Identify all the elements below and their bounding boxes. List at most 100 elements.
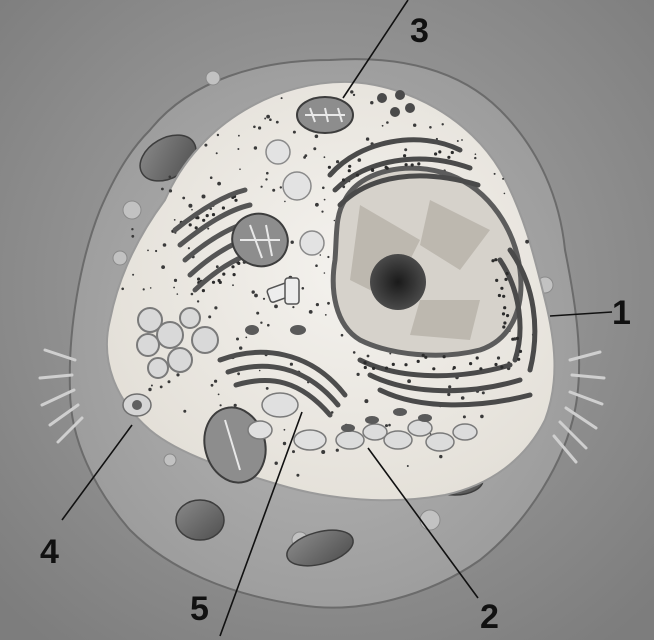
ribosome-dot bbox=[504, 278, 507, 281]
granule-dot bbox=[385, 424, 388, 427]
ribosome-dot bbox=[443, 355, 446, 358]
label-3: 3 bbox=[410, 12, 429, 50]
granule-dot bbox=[386, 121, 389, 124]
granule-dot bbox=[174, 219, 176, 221]
granule-dot bbox=[388, 424, 391, 427]
granule-dot bbox=[429, 126, 432, 129]
vesicle-with-nucleus-left bbox=[123, 394, 151, 416]
granule-dot bbox=[258, 126, 261, 129]
ribosome-dot bbox=[231, 265, 234, 268]
ribosome-dot bbox=[447, 156, 450, 159]
ribosome-dot bbox=[385, 166, 388, 169]
ribosome-dot bbox=[219, 281, 222, 284]
ribosome-dot bbox=[491, 259, 494, 262]
ribosome-dot bbox=[364, 366, 367, 369]
granule-dot bbox=[131, 235, 134, 238]
ribosome-dot bbox=[432, 367, 435, 370]
granule-dot bbox=[151, 385, 153, 387]
granule-dot bbox=[321, 211, 323, 213]
granule-dot bbox=[336, 449, 339, 452]
granule-dot bbox=[168, 380, 171, 383]
granule-dot bbox=[183, 410, 186, 413]
ribosome-dot bbox=[328, 166, 331, 169]
granule-dot bbox=[463, 415, 466, 418]
granule-dot bbox=[448, 385, 451, 388]
granule-dot bbox=[302, 287, 305, 290]
granule-dot bbox=[266, 387, 269, 390]
granule-dot bbox=[234, 404, 237, 407]
granule-dot bbox=[272, 189, 275, 192]
granule-dot bbox=[148, 388, 151, 391]
granule-dot bbox=[191, 209, 193, 211]
granule-dot bbox=[160, 386, 163, 389]
ribosome-dot bbox=[502, 295, 505, 298]
granule-dot bbox=[474, 157, 476, 159]
granule-dot bbox=[407, 465, 409, 467]
granule-dot bbox=[364, 399, 368, 403]
ribosome-dot bbox=[372, 367, 375, 370]
granule-dot bbox=[322, 187, 325, 190]
granule-dot bbox=[309, 310, 313, 314]
granule-dot bbox=[315, 264, 318, 267]
granule-dot bbox=[291, 241, 294, 244]
granule-dot bbox=[370, 101, 373, 104]
granule-dot bbox=[281, 97, 283, 99]
ribosome-dot bbox=[348, 169, 351, 172]
granule-dot bbox=[204, 144, 207, 147]
nucleolus bbox=[370, 254, 426, 310]
granule-dot bbox=[259, 370, 261, 372]
label-4: 4 bbox=[40, 533, 59, 571]
granule-dot bbox=[252, 290, 255, 293]
ribosome-dot bbox=[222, 273, 225, 276]
ribosome-dot bbox=[356, 174, 359, 177]
ribosome-dot bbox=[417, 162, 420, 165]
granule-dot bbox=[239, 168, 241, 170]
granule-dot bbox=[475, 153, 477, 155]
ribosome-dot bbox=[202, 219, 205, 222]
granule-dot bbox=[173, 287, 175, 289]
ribosome-dot bbox=[469, 362, 472, 365]
granule-dot bbox=[382, 125, 384, 127]
granule-dot bbox=[245, 337, 247, 339]
granule-dot bbox=[263, 298, 265, 300]
granule-dot bbox=[161, 265, 165, 269]
granule-dot bbox=[313, 147, 316, 150]
ribosome-dot bbox=[498, 294, 501, 297]
granule-dot bbox=[218, 394, 220, 396]
granule-dot bbox=[211, 384, 214, 387]
label-2: 2 bbox=[480, 598, 499, 636]
ribosome-dot bbox=[371, 169, 374, 172]
ribosome-dot bbox=[424, 356, 427, 359]
ribosome-dot bbox=[212, 213, 215, 216]
granule-dot bbox=[147, 250, 149, 252]
ribosome-dot bbox=[385, 367, 388, 370]
granule-dot bbox=[296, 474, 299, 477]
granule-dot bbox=[131, 228, 133, 230]
granule-dot bbox=[407, 379, 411, 383]
granule-dot bbox=[341, 334, 344, 337]
granule-dot bbox=[325, 314, 327, 316]
granule-dot bbox=[266, 115, 270, 119]
granule-dot bbox=[320, 254, 322, 256]
granule-dot bbox=[366, 137, 369, 140]
ribosome-dot bbox=[234, 199, 237, 202]
granule-dot bbox=[150, 287, 152, 289]
granule-dot bbox=[274, 305, 278, 309]
granule-dot bbox=[276, 121, 279, 124]
granule-dot bbox=[220, 404, 222, 406]
granule-dot bbox=[217, 134, 219, 136]
granule-dot bbox=[404, 148, 407, 151]
granule-dot bbox=[494, 173, 496, 175]
granule-dot bbox=[265, 178, 267, 180]
granule-dot bbox=[210, 176, 213, 179]
ribosome-dot bbox=[502, 325, 505, 328]
granule-dot bbox=[269, 118, 272, 121]
granule-dot bbox=[169, 176, 172, 179]
ribosome-dot bbox=[202, 289, 205, 292]
ribosome-dot bbox=[506, 314, 509, 317]
granule-dot bbox=[290, 363, 293, 366]
granule-dot bbox=[293, 131, 296, 134]
granule-dot bbox=[525, 240, 529, 244]
granule-dot bbox=[216, 152, 218, 154]
